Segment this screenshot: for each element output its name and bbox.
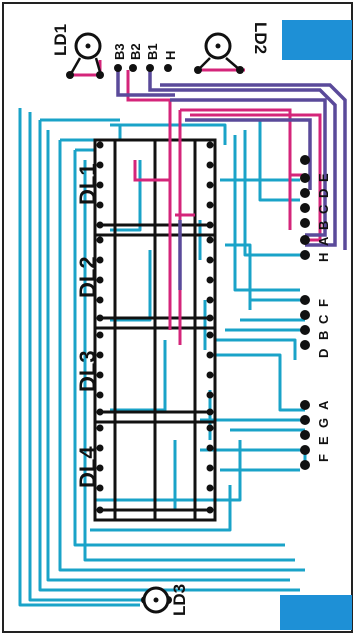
pin-label-h: H <box>163 51 178 60</box>
connector-label: B <box>316 221 331 230</box>
led-ld1: LD1 <box>51 24 102 73</box>
connector-label: A <box>316 400 331 410</box>
connector-label: C <box>316 314 331 324</box>
ld3-label: LD3 <box>170 584 189 616</box>
display-label-dl3: DL3 <box>75 350 100 392</box>
pin-label-b2: B2 <box>128 43 143 60</box>
ld1-label: LD1 <box>51 24 70 56</box>
pin-label-b3: B3 <box>112 43 127 60</box>
connector-label: F <box>316 454 331 462</box>
connector-labels-group2: F C B D <box>316 299 331 358</box>
connector-labels-group3: A G E F <box>316 400 331 462</box>
connector-labels-group1: H A B C D E <box>316 173 331 262</box>
connector-label: E <box>316 436 331 445</box>
display-label-dl1: DL1 <box>75 163 100 205</box>
led-ld3: LD3 <box>142 584 189 616</box>
display-label-dl4: DL4 <box>75 446 100 488</box>
purple-traces <box>116 70 347 290</box>
connector-label: G <box>316 418 331 428</box>
corner-block-bottom-right <box>280 595 352 630</box>
connector-label: D <box>316 349 331 358</box>
connector-label: E <box>316 173 331 182</box>
connector-label: D <box>316 189 331 198</box>
connector-label: F <box>316 299 331 307</box>
corner-block-top-right <box>282 20 352 60</box>
connector-label: H <box>316 253 331 262</box>
display-label-dl2: DL2 <box>75 256 100 298</box>
display-outlines <box>93 138 217 522</box>
connector-label: C <box>316 204 331 214</box>
connector-label: A <box>316 236 331 246</box>
pin-label-b1: B1 <box>145 43 160 60</box>
connector-label: B <box>316 331 331 340</box>
ld2-label: LD2 <box>251 22 270 54</box>
led-ld2: LD2 <box>197 22 270 71</box>
